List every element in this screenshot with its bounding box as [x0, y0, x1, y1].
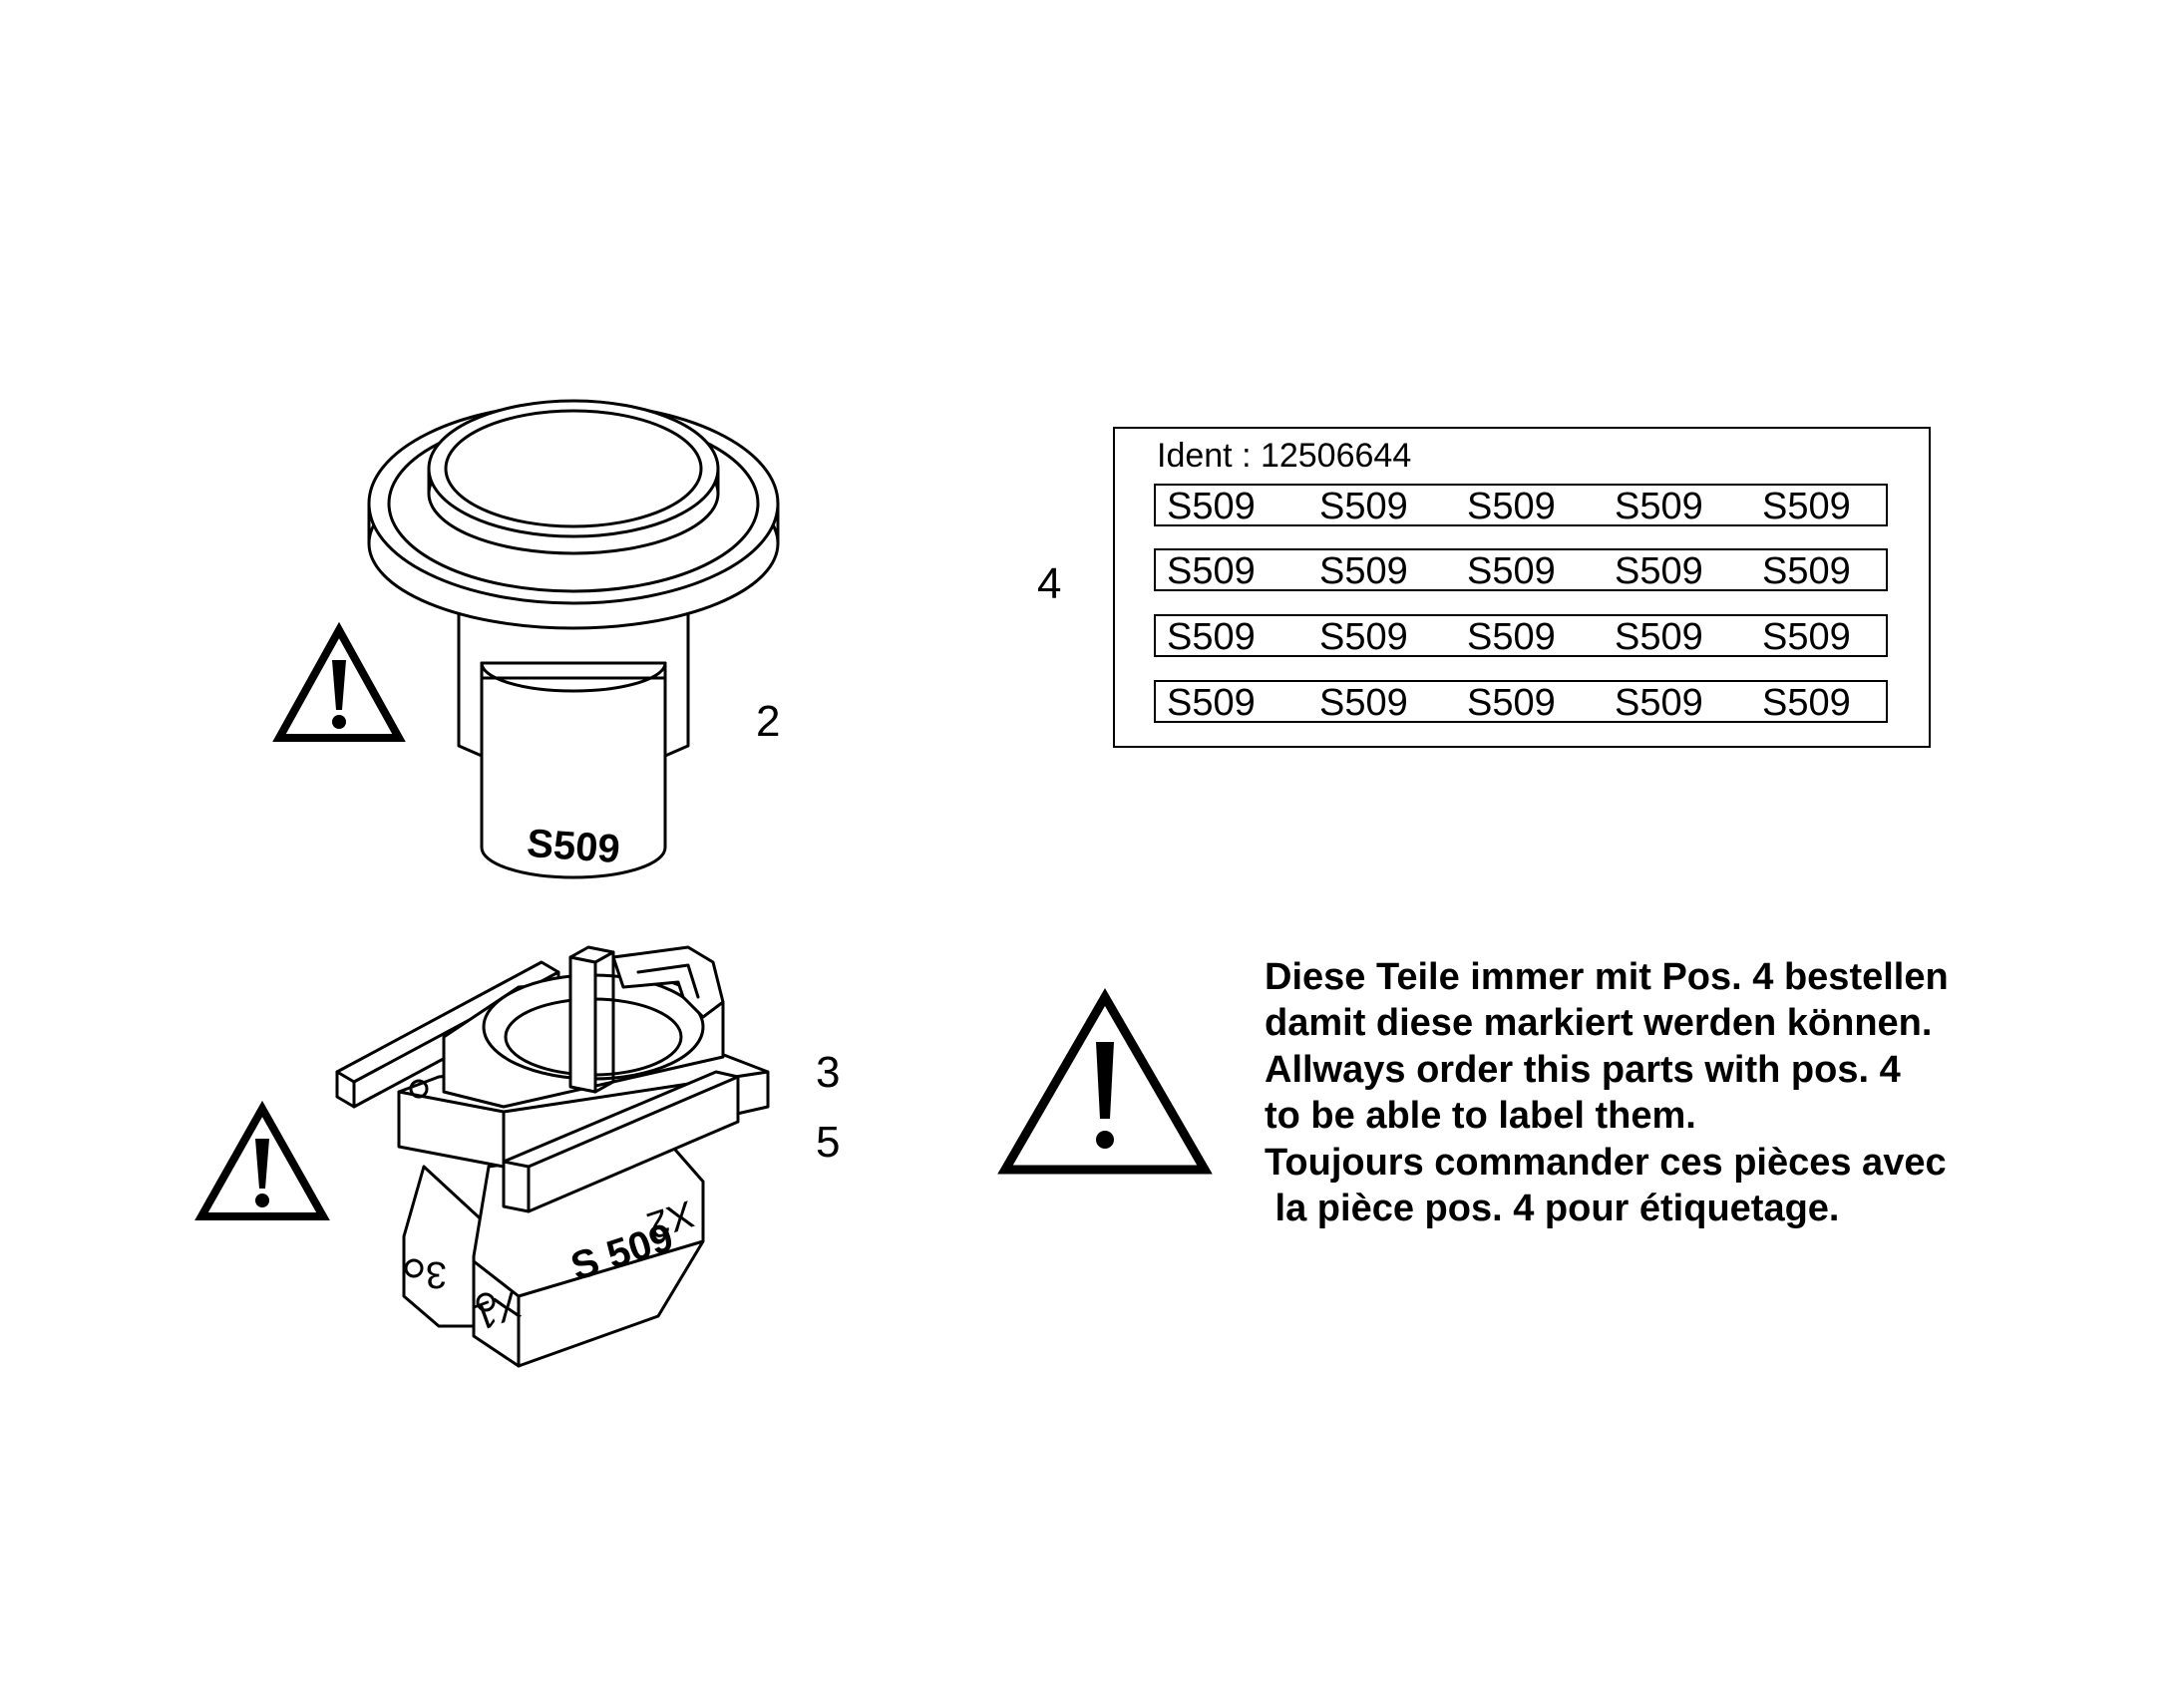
- push-button-part: S509: [367, 399, 780, 879]
- contact-block-part: 3 X1 S 509 X2: [335, 945, 770, 1368]
- label-cell: S509: [1319, 486, 1408, 527]
- note-line-1: Diese Teile immer mit Pos. 4 bestellen: [1265, 956, 1949, 998]
- warning-triangle-icon: [194, 1100, 330, 1220]
- ordering-note: Diese Teile immer mit Pos. 4 bestellen d…: [1265, 956, 1949, 1229]
- label-cell: S509: [1762, 682, 1851, 724]
- label-cell: S509: [1615, 550, 1703, 592]
- label-cell: S509: [1762, 616, 1851, 658]
- label-cell: S509: [1167, 616, 1256, 658]
- label-cell: S509: [1467, 682, 1556, 724]
- button-marking: S509: [526, 822, 621, 871]
- note-line-6: la pièce pos. 4 pour étiquetage.: [1265, 1188, 1839, 1229]
- note-line-2: damit diese markiert werden können.: [1265, 1002, 1932, 1044]
- label-cell: S509: [1319, 550, 1408, 592]
- label-cell: S509: [1467, 550, 1556, 592]
- callout-5: 5: [816, 1118, 840, 1167]
- note-line-5: Toujours commander ces pièces avec: [1265, 1142, 1947, 1184]
- callout-4: 4: [1037, 559, 1061, 608]
- warning-triangle-icon: [272, 621, 406, 742]
- label-strip: [1154, 680, 1888, 723]
- label-cell: S509: [1615, 682, 1703, 724]
- label-cell: S509: [1467, 486, 1556, 527]
- label-sheet-ident: Ident : 12506644: [1157, 437, 1411, 475]
- note-line-4: to be able to label them.: [1265, 1095, 1696, 1137]
- warning-triangle-icon: [997, 988, 1213, 1175]
- label-cell: S509: [1167, 550, 1256, 592]
- note-line-3: Allways order this parts with pos. 4: [1265, 1049, 1901, 1091]
- label-cell: S509: [1615, 486, 1703, 527]
- contact-terminal-3: 3: [426, 1253, 447, 1295]
- label-cell: S509: [1615, 616, 1703, 658]
- label-cell: S509: [1762, 550, 1851, 592]
- label-cell: S509: [1319, 616, 1408, 658]
- label-strip: [1154, 614, 1888, 657]
- label-strip: [1154, 484, 1888, 526]
- label-strip: [1154, 548, 1888, 591]
- callout-2: 2: [756, 697, 780, 746]
- callout-3: 3: [816, 1048, 840, 1097]
- label-cell: S509: [1167, 486, 1256, 527]
- label-cell: S509: [1167, 682, 1256, 724]
- label-cell: S509: [1319, 682, 1408, 724]
- label-cell: S509: [1762, 486, 1851, 527]
- label-cell: S509: [1467, 616, 1556, 658]
